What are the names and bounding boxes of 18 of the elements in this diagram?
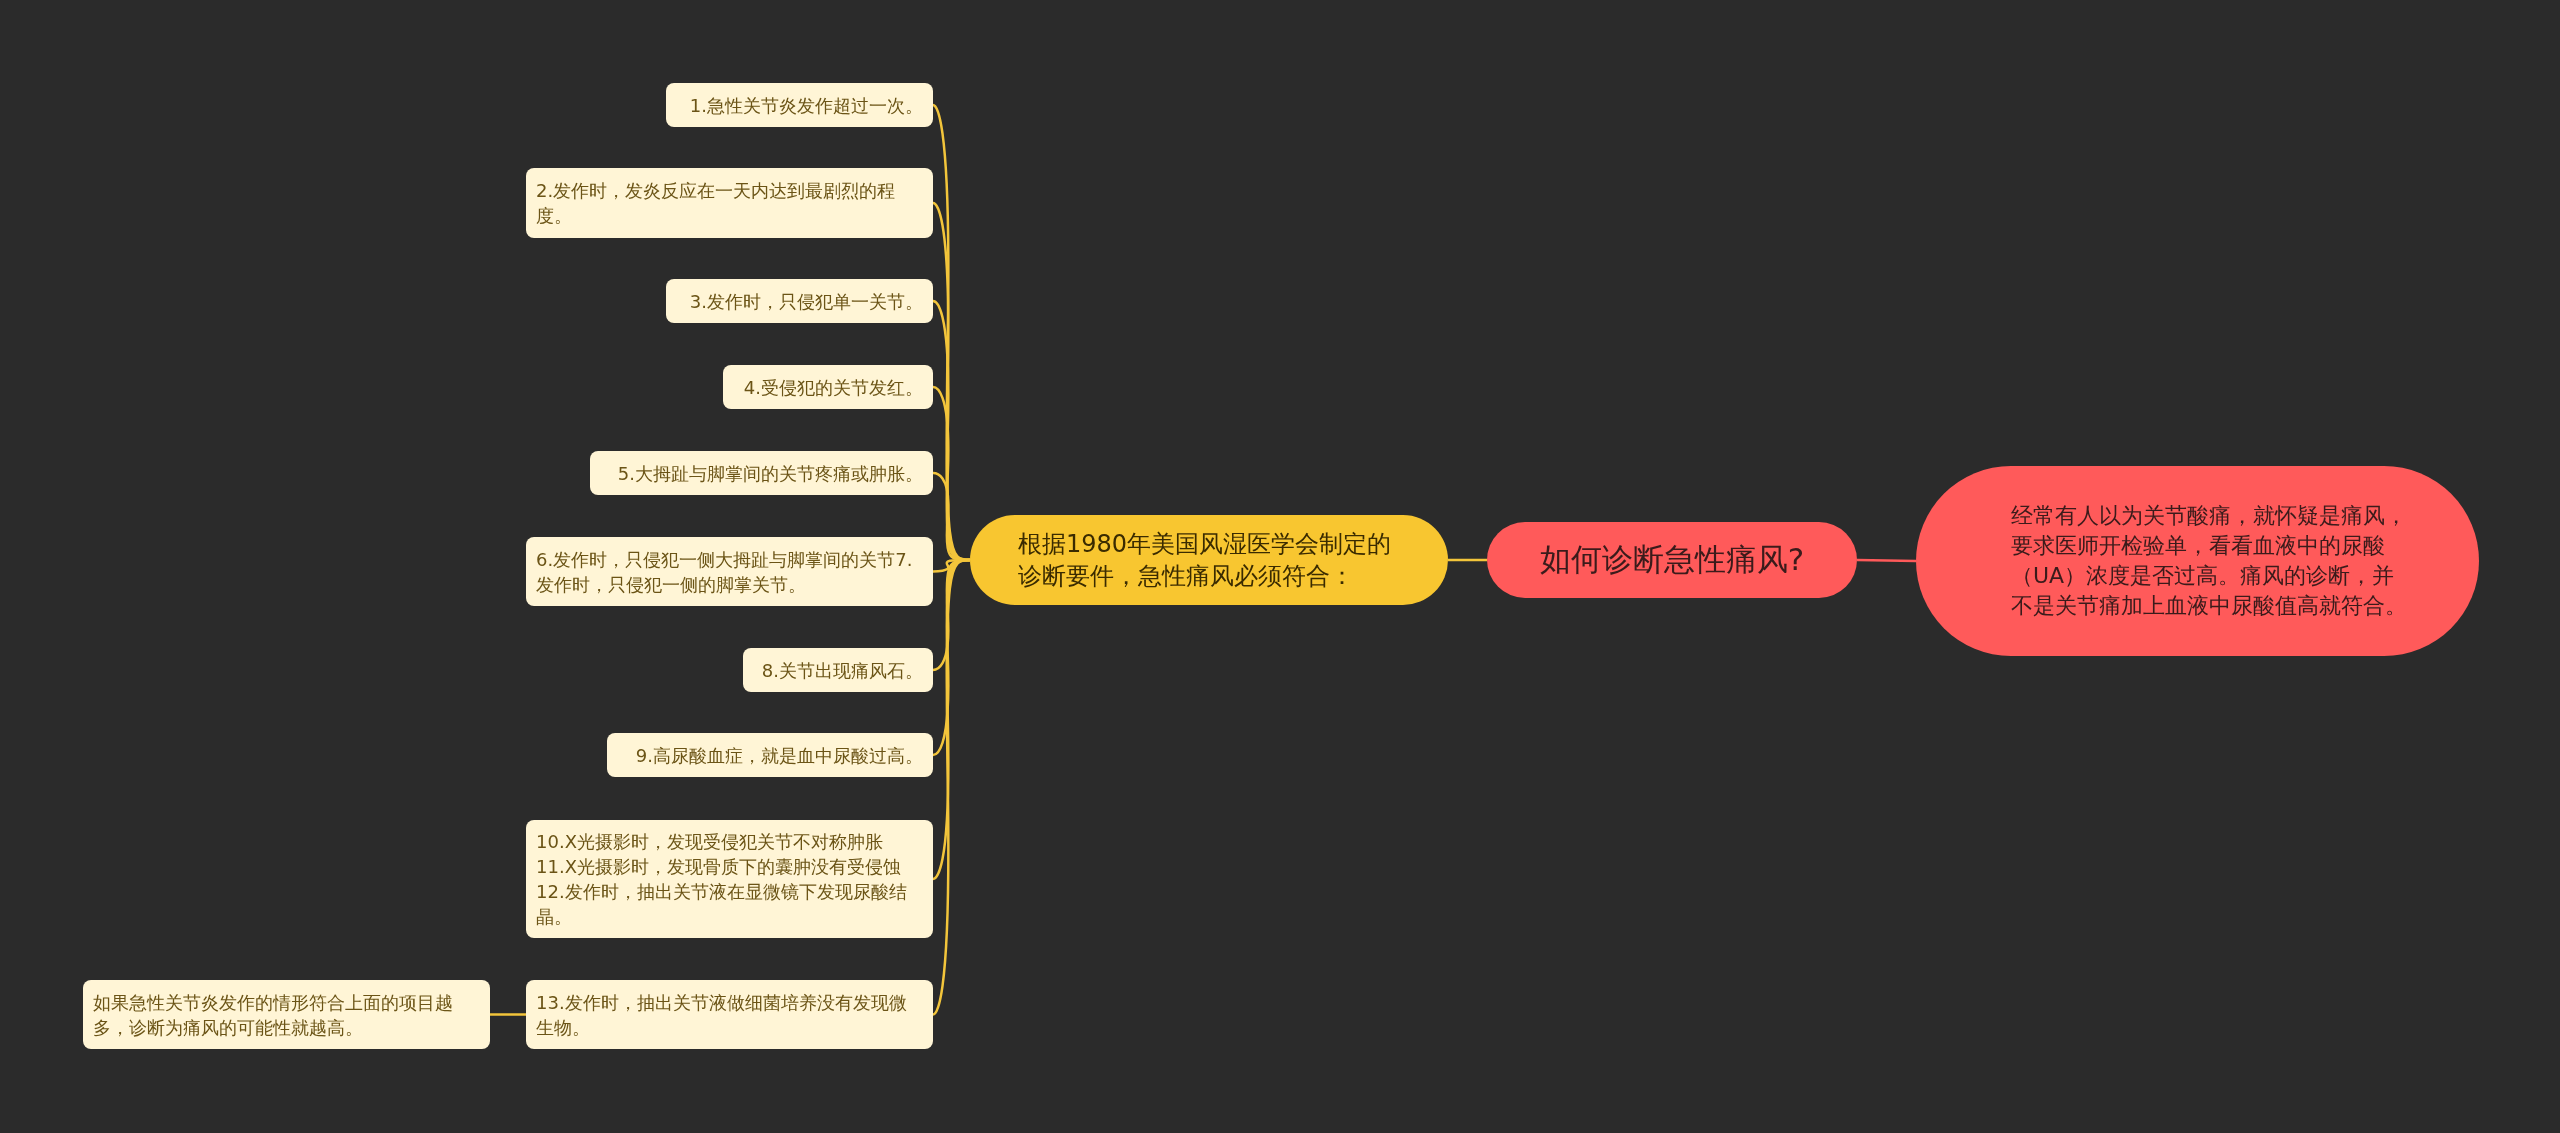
item-box: 3.发作时，只侵犯单一关节。 [666, 279, 933, 323]
topic-box: 如何诊断急性痛风? [1487, 522, 1857, 598]
item-box: 8.关节出现痛风石。 [743, 648, 933, 692]
item-box: 2.发作时，发炎反应在一天内达到最剧烈的程度。 [526, 168, 933, 238]
item-box: 4.受侵犯的关节发红。 [723, 365, 933, 409]
connector-line [932, 558, 971, 1016]
connector-line [1856, 558, 1917, 563]
note-box: 如果急性关节炎发作的情形符合上面的项目越多，诊断为痛风的可能性就越高。 [83, 980, 490, 1049]
item-box: 13.发作时，抽出关节液做细菌培养没有发现微生物。 [526, 980, 933, 1049]
connector-line [1448, 558, 1487, 562]
item-box: 5.大拇趾与脚掌间的关节疼痛或肿胀。 [590, 451, 933, 495]
item-box: 9.高尿酸血症，就是血中尿酸过高。 [607, 733, 933, 777]
subtopic-box: 根据1980年美国风湿医学会制定的诊断要件，急性痛风必须符合： [970, 515, 1448, 605]
item-box: 10.X光摄影时，发现受侵犯关节不对称肿胀11.X光摄影时，发现骨质下的囊肿没有受侵蚀12.发作时，抽出关节液在显微镜下发现尿酸结晶。 [526, 820, 933, 938]
note-box: 经常有人以为关节酸痛，就怀疑是痛风，要求医师开检验单，看看血液中的尿酸（UA）浓度是否过高。痛风的诊断，并不是关节痛加上血液中尿酸值高就符合。 [1916, 466, 2479, 656]
item-box: 1.急性关节炎发作超过一次。 [666, 83, 933, 127]
connector-line [490, 1013, 526, 1016]
item-box: 6.发作时，只侵犯一侧大拇趾与脚掌间的关节7.发作时，只侵犯一侧的脚掌关节。 [526, 537, 933, 606]
